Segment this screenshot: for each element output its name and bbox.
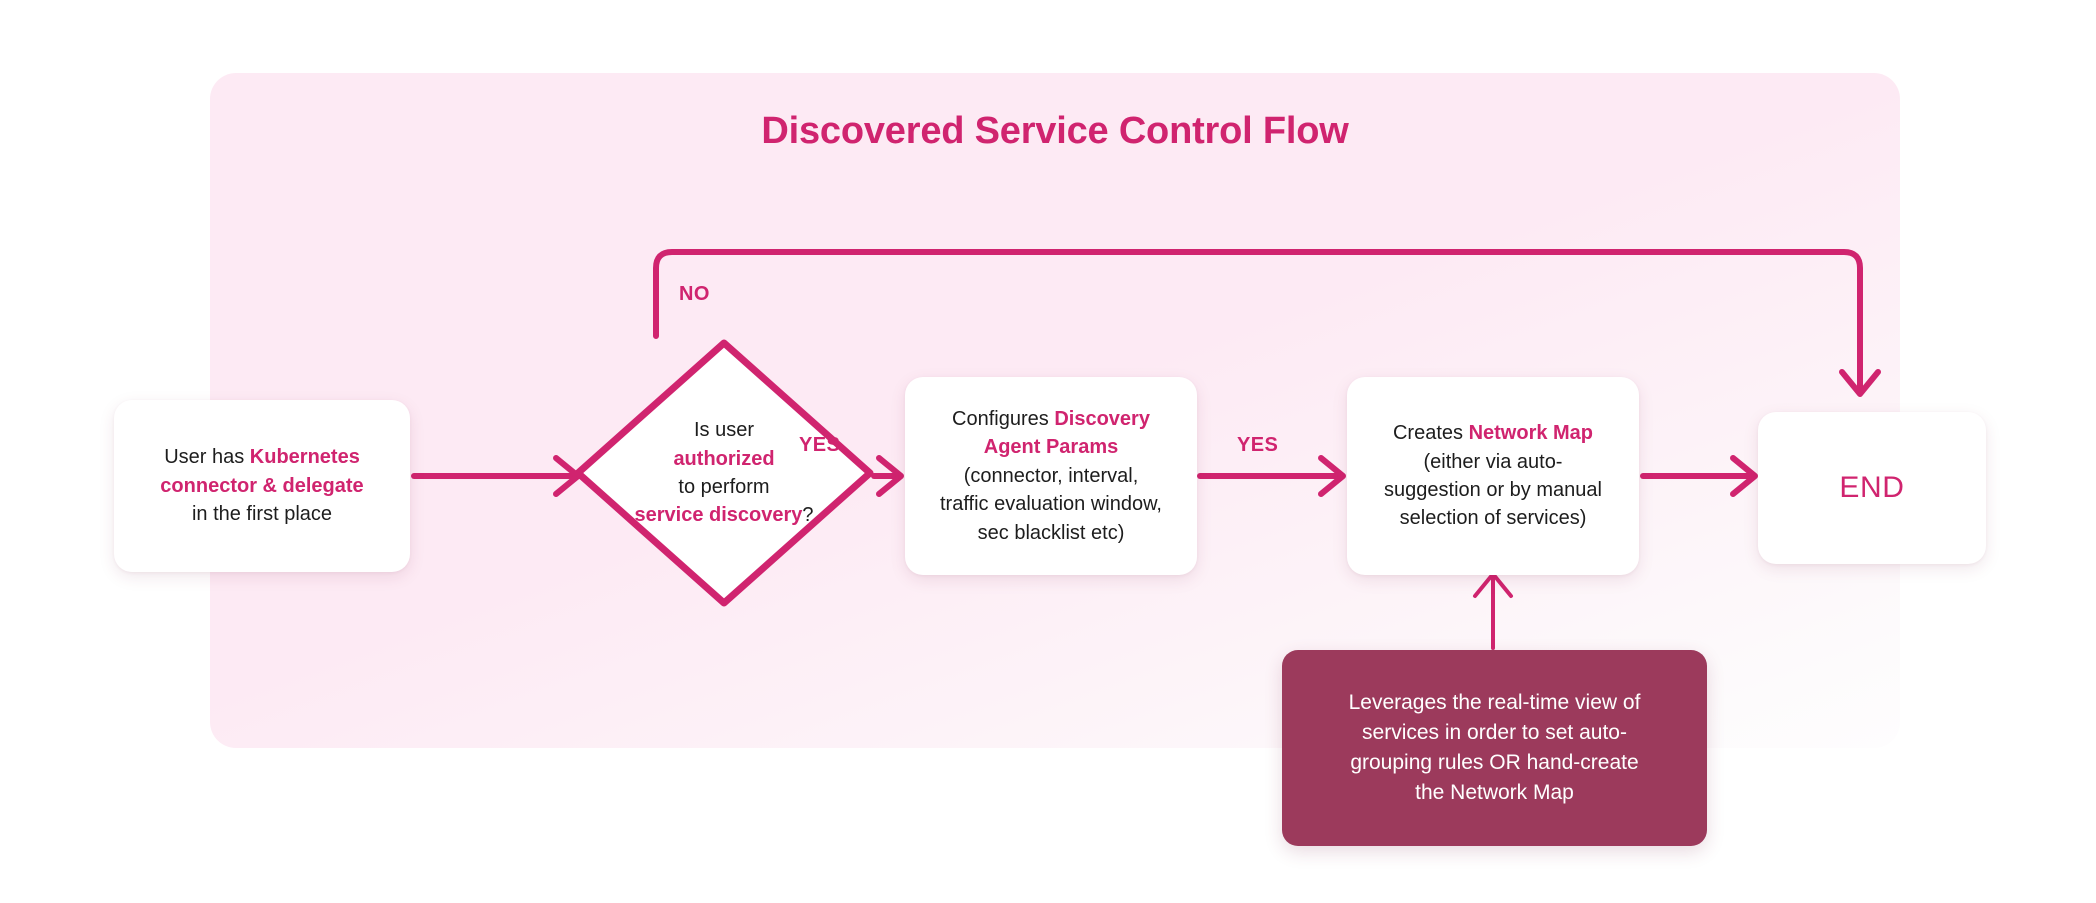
node-config-line3: (connector, interval,: [963, 464, 1139, 487]
edge-label-no: NO: [679, 283, 710, 305]
node-decision-line4-suffix: ?: [802, 504, 814, 527]
diamond-shape: [574, 339, 874, 607]
node-netmap-line4: selection of services): [1399, 507, 1587, 530]
edge-label-yes-config: YES: [1237, 434, 1279, 456]
node-decision-line4-highlight: service discovery: [634, 504, 803, 527]
node-netmap-text: Creates Network Map (either via auto- su…: [1361, 419, 1625, 533]
node-decision[interactable]: Is user authorized to perform service di…: [568, 333, 880, 613]
node-note-line3: grouping rules OR hand-create: [1350, 751, 1639, 774]
node-netmap-line2: (either via auto-: [1423, 450, 1563, 473]
node-note-line2: services in order to set auto-: [1362, 721, 1627, 745]
node-end-label: END: [1839, 470, 1905, 504]
node-config-text: Configures Discovery Agent Params (conne…: [919, 405, 1183, 547]
node-config-line2-highlight: Agent Params: [983, 436, 1119, 459]
node-config-line4: traffic evaluation window,: [940, 493, 1162, 516]
node-netmap-line1-highlight: Network Map: [1468, 422, 1594, 445]
node-note-text: Leverages the real-time view of services…: [1349, 688, 1641, 807]
node-end[interactable]: END: [1758, 412, 1986, 564]
node-start[interactable]: User has Kubernetes connector & delegate…: [114, 400, 410, 572]
node-creates-network-map[interactable]: Creates Network Map (either via auto- su…: [1347, 377, 1639, 575]
node-config-line5: sec blacklist etc): [977, 521, 1125, 544]
node-netmap-line3: suggestion or by manual: [1384, 479, 1602, 501]
node-config-line1-highlight: Discovery: [1054, 408, 1150, 431]
node-decision-text: Is user authorized to perform service di…: [590, 333, 858, 613]
page-title: Discovered Service Control Flow: [761, 110, 1349, 152]
node-note-leverages-realtime-view[interactable]: Leverages the real-time view of services…: [1282, 650, 1707, 846]
node-config-line1-plain: Configures: [952, 408, 1055, 431]
node-start-text: User has Kubernetes connector & delegate…: [128, 443, 396, 528]
node-decision-line1: Is user: [693, 419, 755, 442]
node-decision-line3: to perform: [678, 476, 770, 498]
node-note-line1: Leverages the real-time view of: [1348, 691, 1641, 715]
node-netmap-line1-plain: Creates: [1392, 422, 1469, 445]
node-start-line2-highlight: connector & delegate: [160, 474, 364, 497]
node-start-line3: in the first place: [191, 503, 333, 526]
node-start-line1-highlight: Kubernetes: [249, 446, 360, 469]
edge-label-yes-decision: YES: [799, 434, 841, 456]
node-decision-line2-highlight: authorized: [673, 447, 775, 470]
node-note-line4: the Network Map: [1415, 780, 1574, 804]
node-config-discovery-agent-params[interactable]: Configures Discovery Agent Params (conne…: [905, 377, 1197, 575]
node-start-line1-plain: User has: [164, 446, 250, 469]
